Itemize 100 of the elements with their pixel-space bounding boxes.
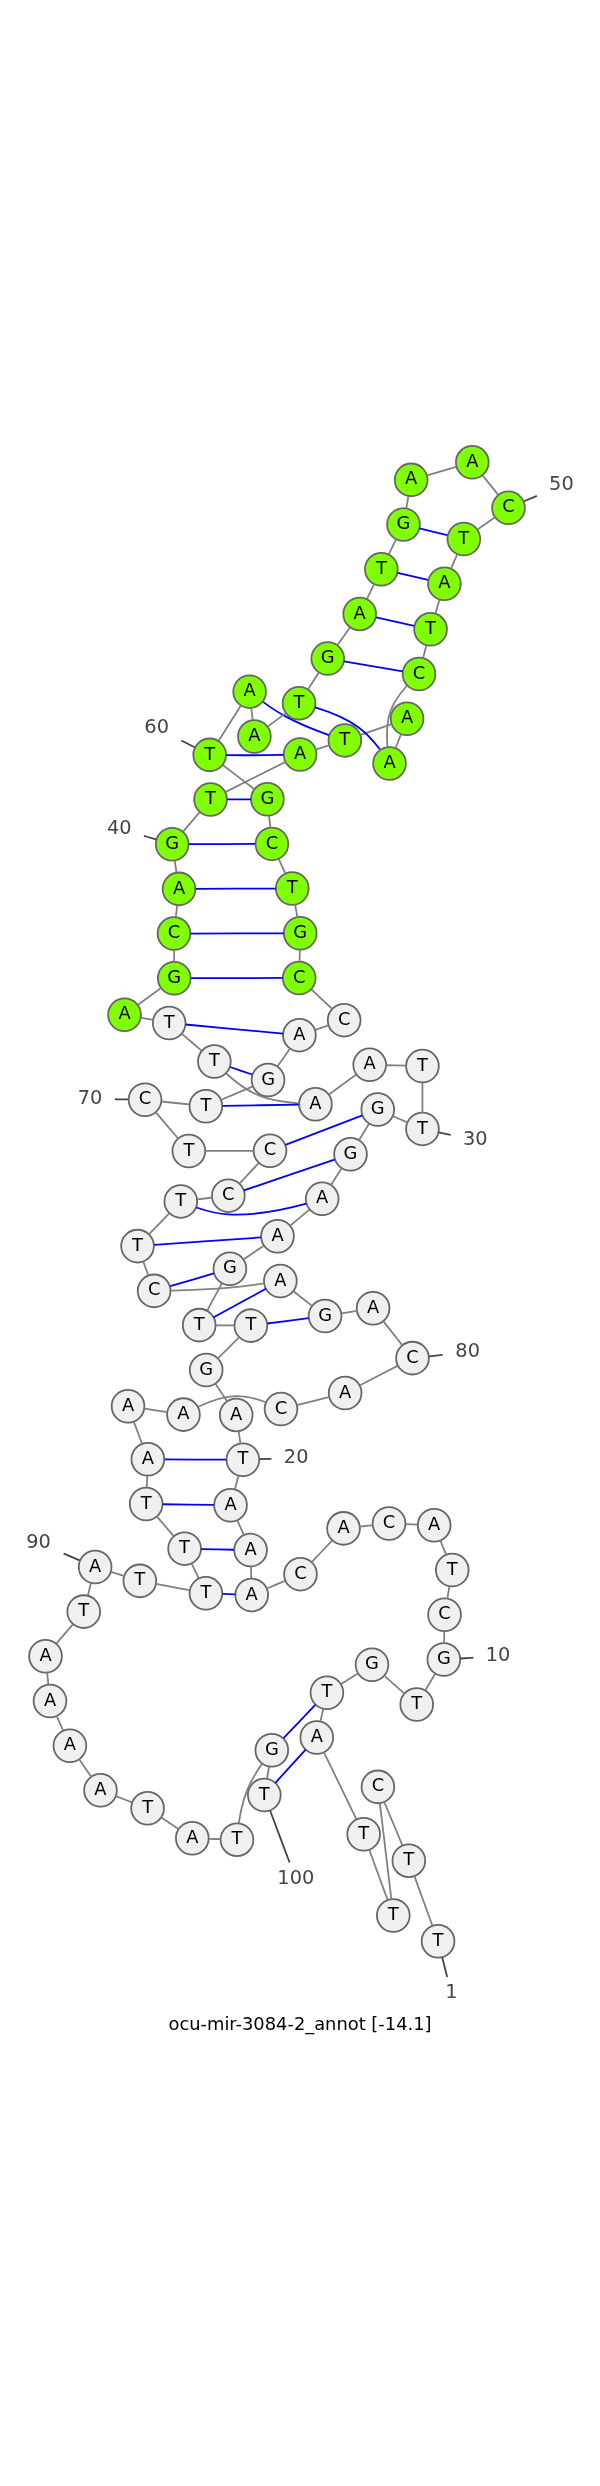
connector — [450, 552, 459, 569]
connector — [359, 1523, 374, 1527]
node-circle: C — [127, 1081, 163, 1117]
connector — [343, 659, 404, 672]
connector — [155, 1582, 191, 1591]
connector — [310, 988, 334, 1010]
node-circle: T — [275, 870, 310, 906]
node-circle: C — [136, 1273, 172, 1308]
node-circle: A — [234, 1577, 269, 1612]
connector — [426, 465, 458, 476]
connector — [225, 753, 285, 756]
connector — [250, 706, 254, 721]
connector — [55, 1714, 65, 1731]
node-circle: G — [250, 781, 285, 816]
connector — [142, 1260, 150, 1276]
connector — [396, 571, 429, 581]
connector — [217, 704, 242, 742]
connector — [229, 1065, 254, 1075]
node-circle: A — [52, 1727, 88, 1763]
node-circle: T — [188, 1575, 224, 1611]
connector — [292, 1289, 313, 1307]
connector — [78, 1757, 93, 1778]
node-circle: A — [130, 1441, 166, 1477]
node-circle: T — [399, 1686, 434, 1722]
node-circle: A — [389, 700, 425, 736]
caption: ocu-mir-3084-2_annot [-14.1] — [168, 2012, 432, 2034]
node-circle: A — [455, 444, 490, 480]
connector — [137, 986, 162, 1006]
node-circle: A — [83, 1772, 118, 1808]
connector — [387, 538, 397, 555]
connector — [382, 1319, 403, 1345]
connector — [173, 859, 178, 873]
connector — [481, 474, 500, 496]
node-circle: A — [28, 1638, 63, 1674]
node-circle: G — [254, 1732, 290, 1768]
connector — [55, 1622, 74, 1644]
node-circle: C — [427, 1596, 462, 1632]
connector — [46, 1671, 50, 1685]
node-circle: T — [167, 1530, 202, 1566]
connector — [132, 1420, 143, 1444]
connector — [314, 744, 330, 750]
connector — [217, 1336, 240, 1359]
node-circle: G — [354, 1647, 390, 1682]
connector — [243, 1244, 265, 1260]
connector — [114, 1097, 130, 1100]
connector — [378, 1801, 393, 1900]
connector — [439, 1539, 447, 1555]
node-circle: G — [250, 1062, 286, 1097]
node-circle: A — [327, 1375, 363, 1410]
connector — [375, 616, 416, 627]
connector — [422, 644, 428, 659]
node-circle: C — [491, 490, 526, 525]
connector — [200, 1547, 235, 1551]
connector — [258, 1457, 273, 1460]
node-circle: A — [218, 1397, 254, 1432]
connector — [424, 1672, 436, 1691]
connector — [187, 842, 256, 845]
connector — [160, 1816, 179, 1830]
connector — [184, 1023, 284, 1034]
connector — [204, 1149, 255, 1152]
connector — [385, 1063, 407, 1067]
node-circle: A — [110, 1388, 146, 1423]
connector — [190, 1562, 200, 1579]
connector — [446, 1584, 451, 1599]
connector — [221, 1103, 300, 1107]
node-circle: G — [310, 640, 345, 676]
connector — [225, 1071, 300, 1104]
connector — [276, 1047, 291, 1067]
connector — [289, 1208, 311, 1227]
node-circle: C — [252, 1133, 288, 1168]
connector — [319, 1707, 325, 1722]
node-circle: A — [32, 1683, 68, 1718]
node-circle: A — [282, 1017, 317, 1052]
node-circle: C — [211, 1177, 246, 1213]
node-circle: A — [282, 736, 318, 772]
connector — [148, 1212, 170, 1235]
node-circle: A — [342, 596, 377, 631]
connector — [437, 1131, 452, 1136]
connector — [189, 931, 285, 934]
connector — [394, 733, 402, 749]
connector — [206, 1281, 223, 1311]
connector — [523, 494, 538, 502]
node-circle: T — [376, 1897, 411, 1933]
node-circle: C — [360, 1769, 396, 1804]
node-circle: G — [282, 915, 318, 951]
connector — [190, 976, 284, 979]
node-circle: C — [395, 1340, 430, 1375]
connector — [233, 1474, 240, 1490]
node-circle: A — [393, 462, 429, 497]
connector — [428, 1353, 444, 1357]
connector — [173, 948, 176, 962]
node-circle: A — [175, 1820, 210, 1856]
node-circle: A — [107, 996, 142, 1032]
connector — [160, 1100, 191, 1105]
node-circle: T — [364, 551, 399, 586]
node-circle: A — [161, 871, 197, 906]
node-circle: T — [181, 1307, 217, 1342]
connector — [174, 904, 179, 918]
connector — [239, 1161, 260, 1184]
connector — [269, 1809, 291, 1863]
